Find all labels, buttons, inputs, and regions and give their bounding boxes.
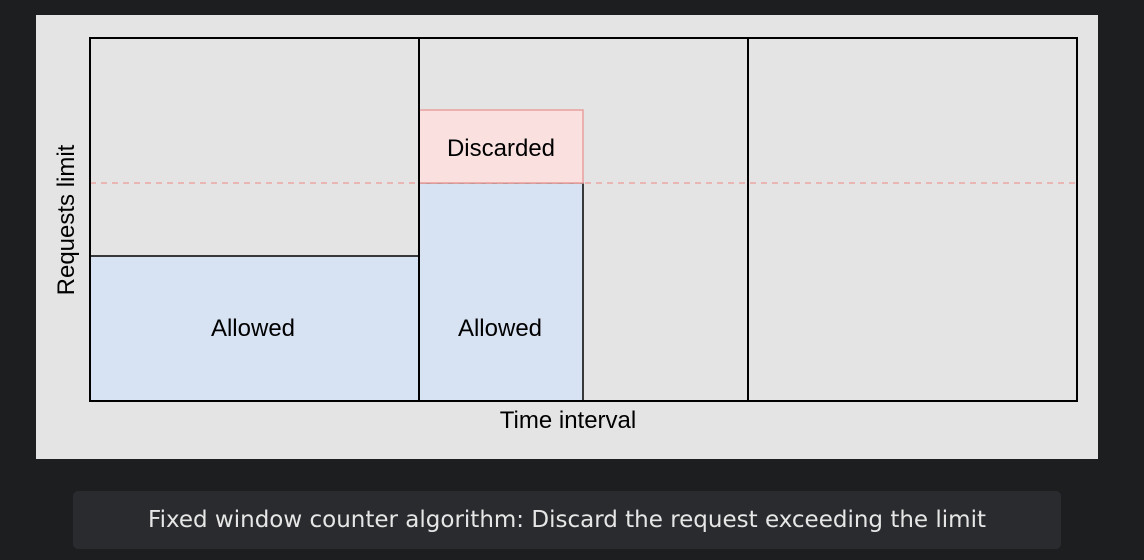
y-axis-label: Requests limit [53, 144, 80, 295]
diagram-figure: Allowed Allowed Discarded Time interval … [36, 15, 1098, 459]
figure-caption: Fixed window counter algorithm: Discard … [73, 491, 1061, 549]
allowed-block-window-2 [418, 182, 584, 402]
window-frame [89, 37, 1078, 402]
fixed-window-diagram: Allowed Allowed Discarded Time interval … [53, 37, 1078, 434]
x-axis-label: Time interval [500, 407, 636, 434]
allowed-label-window-2: Allowed [458, 315, 542, 342]
caption-text: Fixed window counter algorithm: Discard … [148, 507, 986, 533]
allowed-label-window-1: Allowed [211, 315, 295, 342]
allowed-block-window-1 [89, 255, 420, 402]
discarded-label: Discarded [447, 135, 555, 162]
discarded-block [418, 109, 584, 184]
